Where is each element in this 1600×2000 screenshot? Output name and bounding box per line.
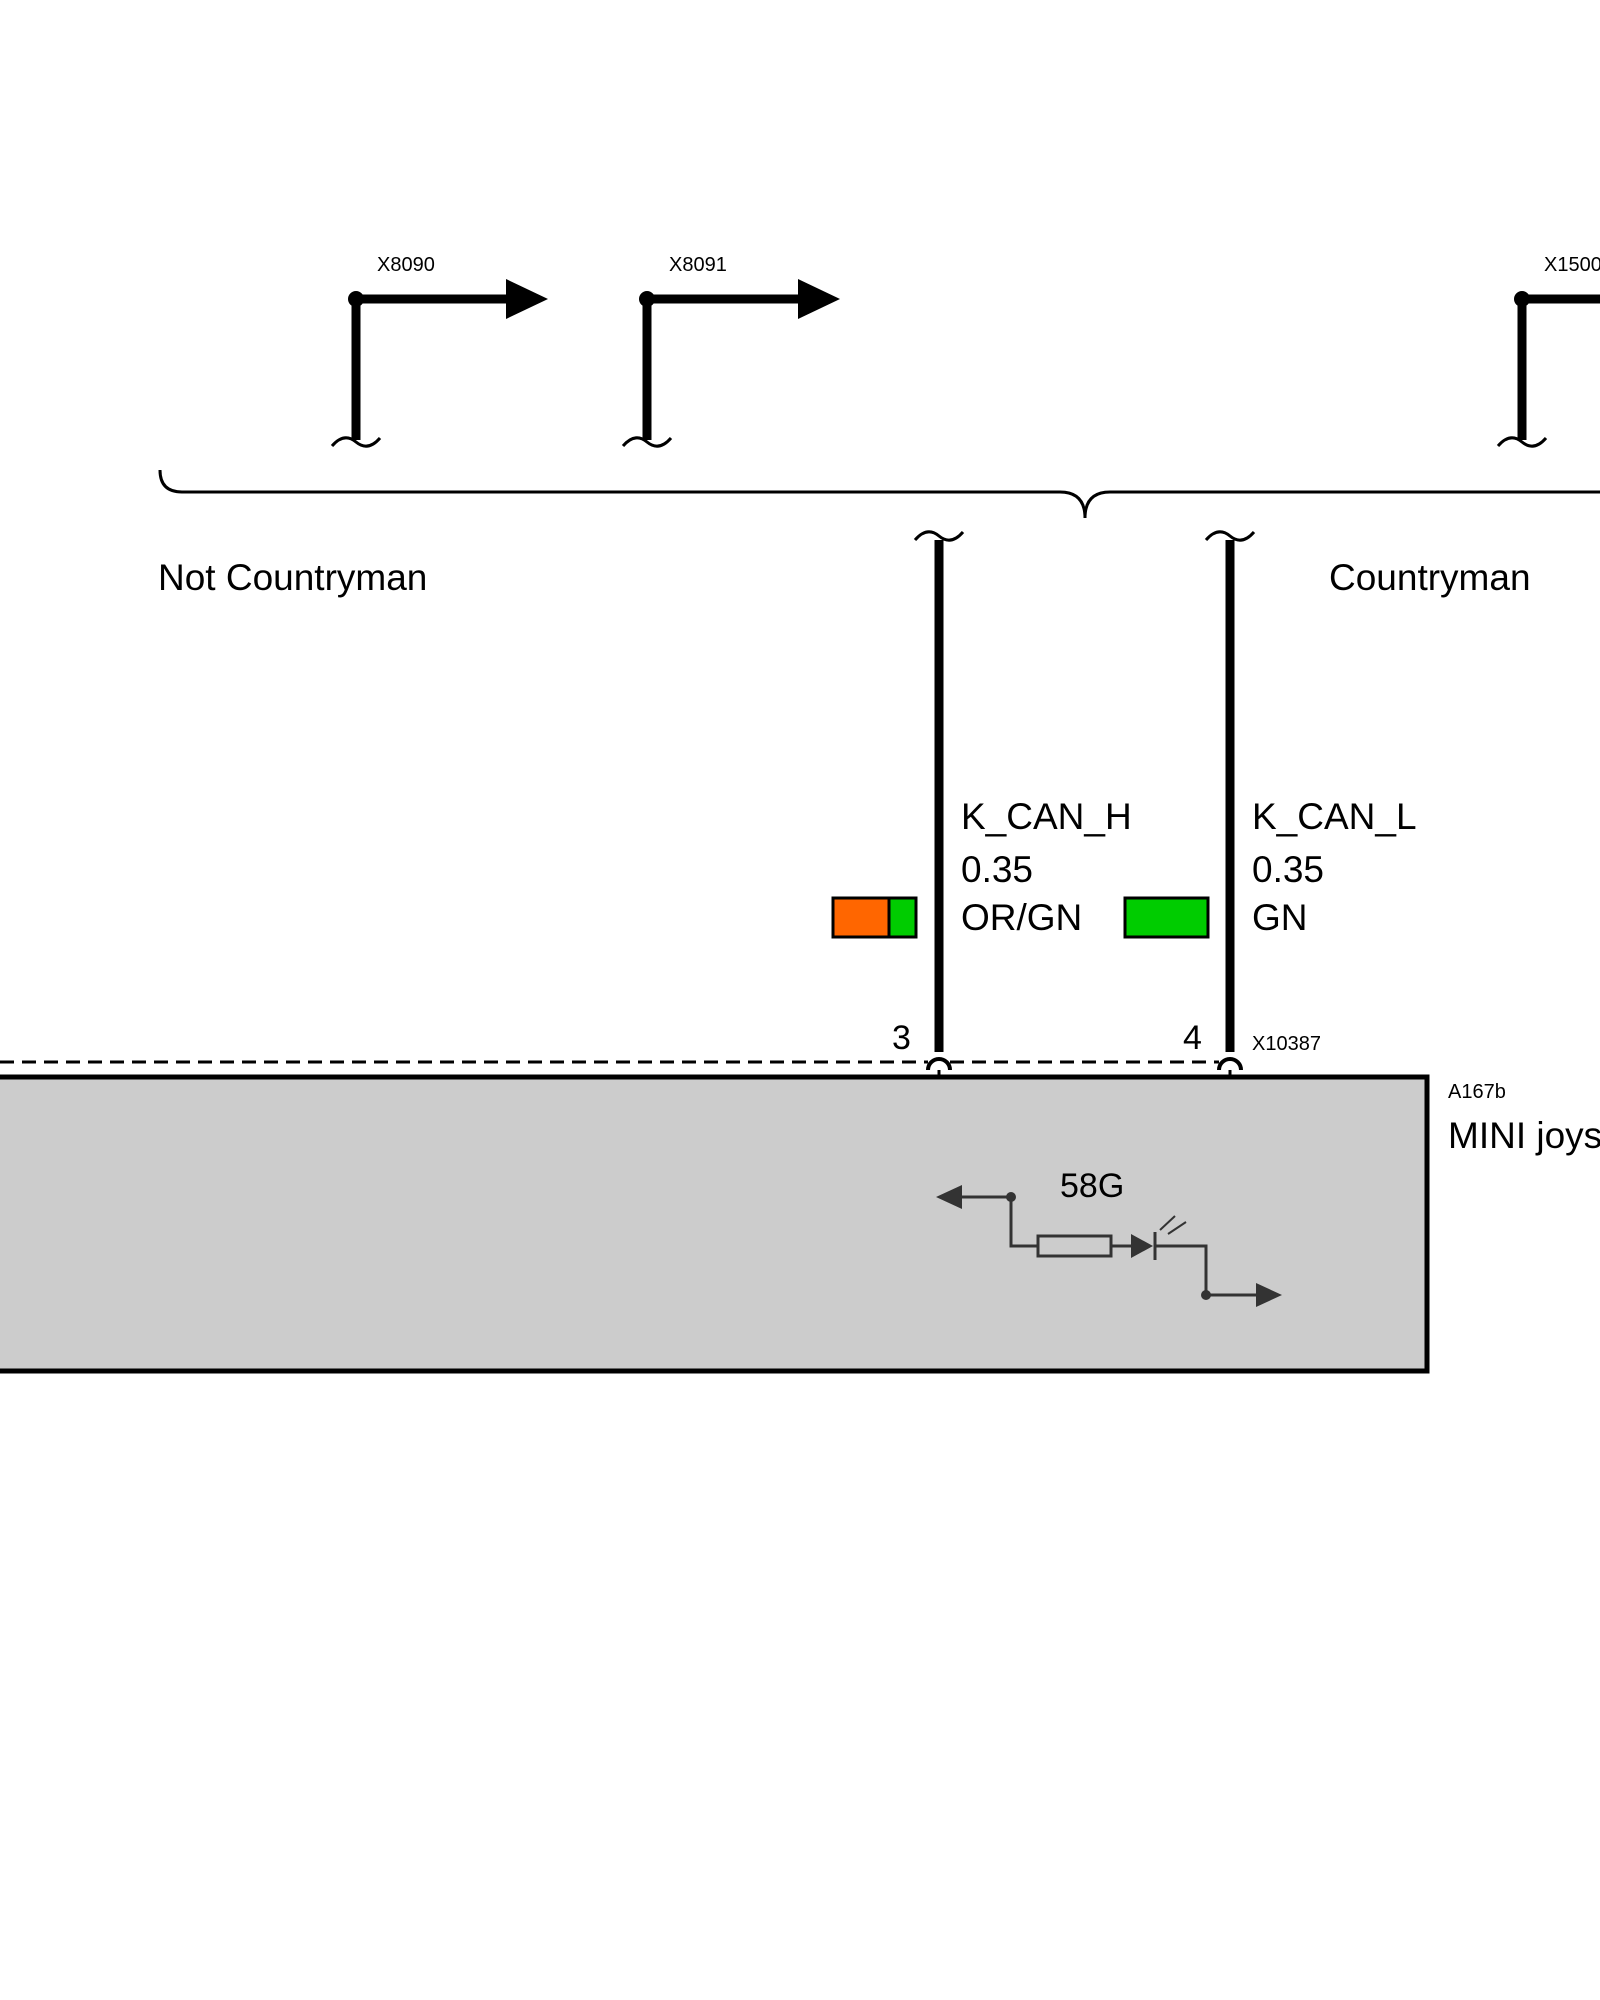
pin-number: 4 (1183, 1019, 1202, 1057)
connector-x8091-label: X8091 (669, 254, 727, 276)
swatch-border (831, 896, 918, 939)
arrow-left-icon (936, 1185, 962, 1209)
connector-x1500-label: X1500 (1544, 254, 1600, 276)
connector-x8090-label: X8090 (377, 254, 435, 276)
symbol-label: 58G (1060, 1167, 1124, 1205)
light-ray-icon (1159, 1215, 1176, 1231)
module-a167b[interactable]: A167b MINI joys 58G (0, 1070, 1600, 1374)
module-name-label: MINI joys (1448, 1115, 1600, 1156)
wire-color-code-label: GN (1252, 897, 1308, 938)
arrow-right-icon (798, 279, 840, 319)
break-mark (330, 436, 382, 448)
wire-k-can-h[interactable]: K_CAN_H 0.35 OR/GN 3 (831, 530, 1132, 1071)
connector-x8090[interactable]: X8090 (330, 254, 548, 448)
swatch-stripe-green (889, 898, 916, 937)
wire-k-can-l[interactable]: K_CAN_L 0.35 GN 4 (1123, 530, 1417, 1071)
break-mark (1496, 436, 1548, 448)
wire-color-swatch (1123, 896, 1210, 939)
break-mark (1204, 530, 1256, 542)
circuit-line (1155, 1244, 1208, 1295)
connector-x10387-label: X10387 (1252, 1033, 1321, 1055)
circuit-line (1009, 1197, 1038, 1248)
wire-signal-label: K_CAN_L (1252, 796, 1417, 837)
wire-gauge-label: 0.35 (1252, 849, 1324, 890)
pin-number: 3 (892, 1019, 911, 1057)
variant-label-left: Not Countryman (158, 557, 427, 598)
break-mark (913, 530, 965, 542)
pin-socket-icon (1217, 1057, 1243, 1071)
break-mark (621, 436, 673, 448)
arrow-right-icon (506, 279, 548, 319)
wire-color-code-label: OR/GN (961, 897, 1082, 938)
connector-x10387[interactable]: X10387 (0, 1033, 1321, 1064)
variant-label-right: Countryman (1329, 557, 1531, 598)
wire-color-swatch (831, 896, 918, 939)
illumination-circuit (936, 1185, 1282, 1307)
pin-socket-icon (926, 1057, 952, 1071)
light-ray-icon (1167, 1221, 1187, 1235)
wire-signal-label: K_CAN_H (961, 796, 1132, 837)
module-box (0, 1074, 1430, 1374)
led-diode-icon (1131, 1234, 1153, 1258)
connector-x8091[interactable]: X8091 (621, 254, 840, 448)
connector-x1500[interactable]: X1500 (1496, 254, 1600, 448)
wire-gauge-label: 0.35 (961, 849, 1033, 890)
variant-brace (158, 469, 1600, 519)
arrow-right-icon (1256, 1283, 1282, 1307)
module-id-label: A167b (1448, 1081, 1506, 1103)
swatch-stripe-orange (833, 898, 889, 937)
